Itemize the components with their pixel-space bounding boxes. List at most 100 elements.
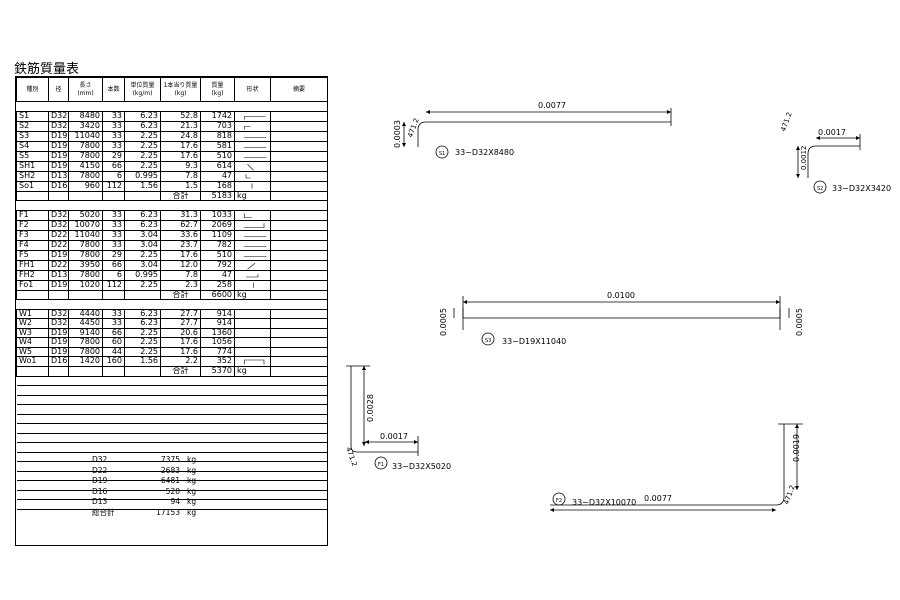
blank-row [16,499,328,510]
header-remarks: 摘要 [270,77,328,102]
s2-radius: 471.2 [779,111,793,133]
rebar-weight-table: 種別 径 長さ(mm) 本数 単位質量(kg/m) 1本当り質量(kg) 質量(… [15,76,328,546]
s3-length-dim: 0.0100 [607,291,635,300]
blank-row [16,385,328,396]
summary-unit: kg [187,465,197,475]
summary-row: D22 2683 kg [92,466,207,477]
f2-length-dim: 0.0077 [644,494,672,503]
s1-label: 33−D32X8480 [455,148,514,157]
bar-shape-sketch [244,115,266,119]
summary-unit: kg [187,507,197,517]
shape-cell [234,356,271,367]
f2-label: 33−D32X10070 [572,498,636,507]
table-cell [270,356,328,367]
shape-cell [234,180,271,192]
f2-mark: F2 [556,498,562,504]
bar-shape-sketch [244,359,265,365]
summary-diameter: 総合計 [92,507,115,517]
f1-length-dim: 0.0017 [380,432,408,441]
header-length: 長さ(mm) [68,77,103,102]
header-shape: 形状 [234,77,271,102]
s3-label: 33−D19X11040 [502,337,566,346]
summary-unit: kg [187,486,197,496]
s1-mark: S1 [439,151,445,157]
summary-weight: 17153 [156,507,180,517]
summary-unit: kg [187,455,197,464]
f1-height-dim: 0.0028 [366,394,375,422]
shape-cell [234,279,271,291]
summary-weight: 520 [165,486,180,496]
bar-drawing-s3 [453,296,790,346]
bar-shape-sketch [243,222,265,228]
header-mass-per-bar: 1本当り質量(kg) [160,77,201,102]
bar-shape-sketch [247,163,254,170]
bar-shape-sketch [243,156,267,158]
bar-shape-sketch [243,235,267,237]
summary-unit: kg [187,476,197,485]
summary-diameter: D13 [92,497,108,506]
bar-drawing-f2 [550,423,803,512]
bar-drawing-f1 [346,365,419,470]
summary-row: D13 94 kg [92,497,207,508]
s3-left-dim: 0.0005 [439,308,448,336]
s2-mark: S2 [817,186,823,192]
bar-shape-sketch [244,212,252,218]
bar-shape-sketch [243,146,267,148]
s1-radius: 471.2 [406,117,420,139]
s2-label: 33−D32X3420 [832,184,891,193]
summary-unit: kg [187,497,197,506]
summary-row: D16 520 kg [92,487,207,498]
header-type: 種別 [16,77,49,102]
s1-length-dim: 0.0077 [538,101,566,110]
summary-diameter: D16 [92,486,108,496]
f1-radius: 471.2 [344,446,358,468]
header-diameter: 径 [48,77,69,102]
summary-weight: 7375 [160,455,180,464]
f2-height-dim: 0.0019 [792,434,801,462]
summary-row: D19 6481 kg [92,476,207,487]
bar-shape-sketch [243,255,267,257]
s3-right-dim: 0.0005 [795,308,804,336]
bar-drawing-s1 [402,108,672,159]
table-cell [270,180,328,192]
summary-weight: 2683 [160,465,180,475]
summary-row: D32 7375 kg [92,455,207,466]
bar-shape-sketch [245,173,251,178]
table-header-row: 種別 径 長さ(mm) 本数 単位質量(kg/m) 1本当り質量(kg) 質量(… [16,77,328,102]
s2-height-dim: 0.0012 [800,146,808,171]
blank-row [16,480,328,491]
summary-weight: 6481 [160,476,180,485]
bar-shape-sketch [246,273,259,277]
bar-shape-sketch [247,262,256,269]
summary-diameter: D22 [92,465,108,475]
bar-shape-sketch [253,282,254,288]
f1-mark: F1 [378,462,384,468]
bar-shape-sketch [251,183,253,189]
blank-row [16,101,328,112]
s2-length-dim: 0.0017 [818,128,846,137]
bar-shape-sketch [243,245,267,247]
summary-diameter: D32 [92,455,108,464]
s1-height-dim: 0.0003 [393,120,402,148]
summary-row: 総合計 17153 kg [92,508,207,519]
summary-weight: 94 [170,497,180,506]
summary-diameter: D19 [92,476,108,485]
f2-radius: 471.2 [782,484,796,506]
